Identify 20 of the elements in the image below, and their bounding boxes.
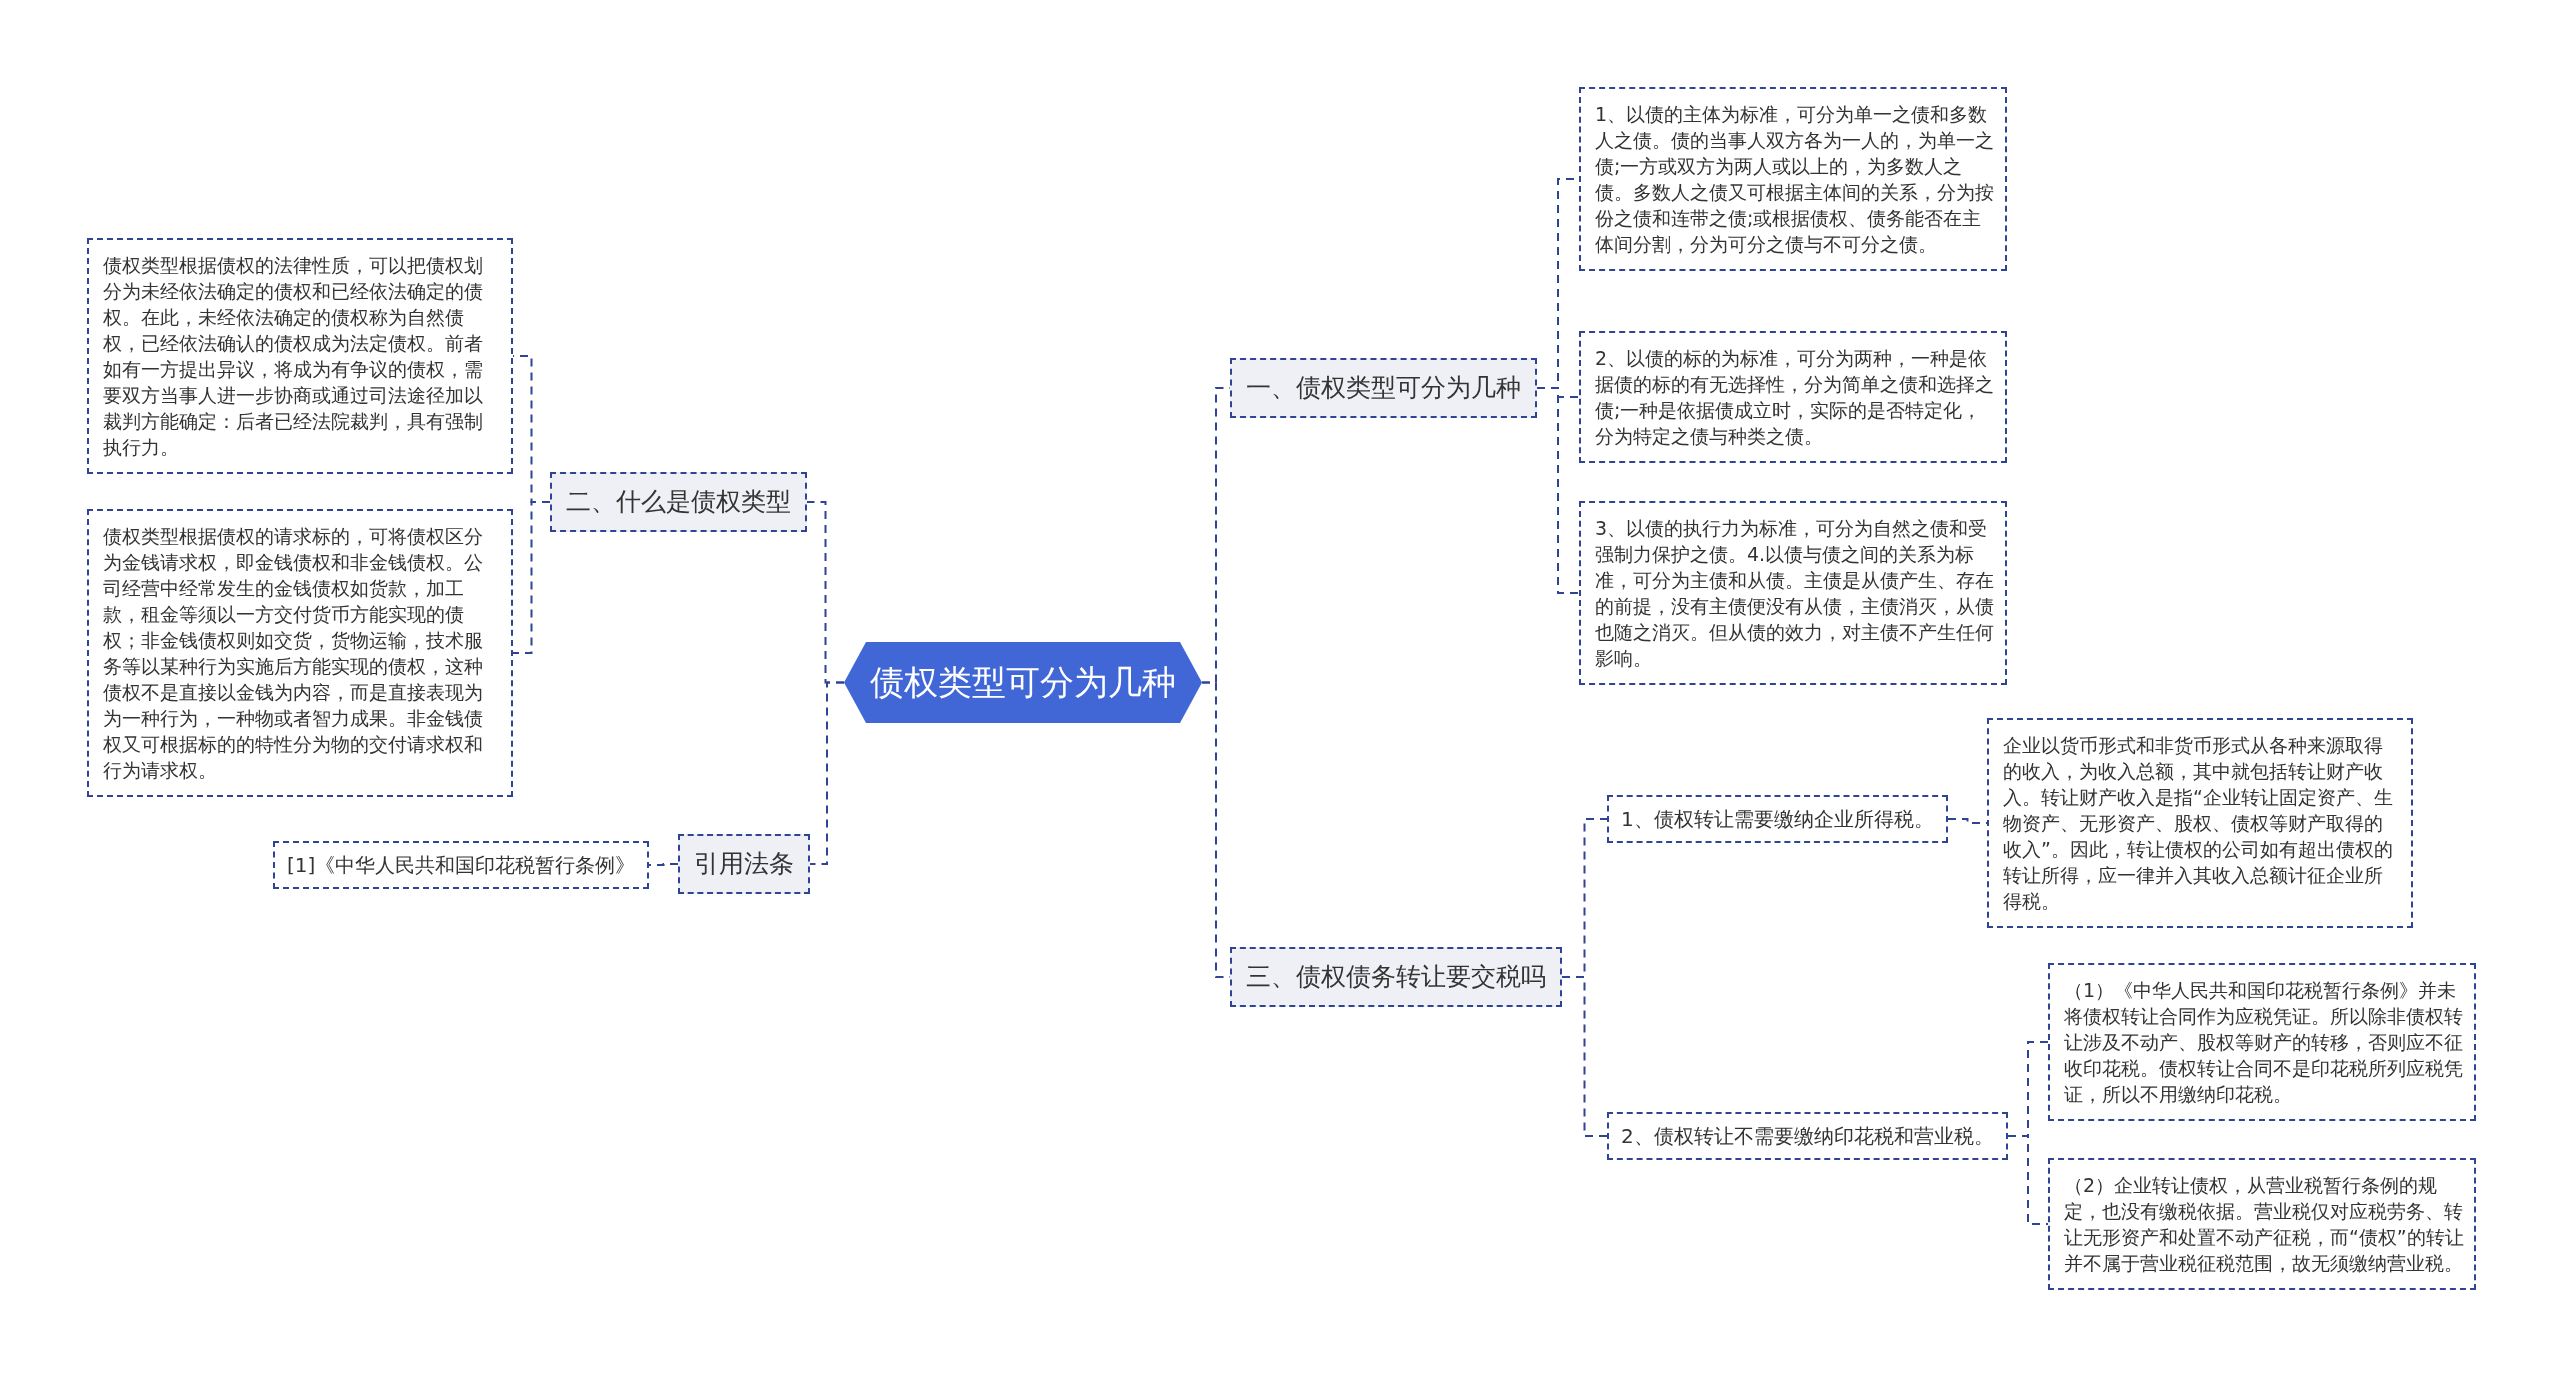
topic-box-text: 二、什么是债权类型 bbox=[566, 486, 791, 518]
topic-box-text: 三、债权债务转让要交税吗 bbox=[1246, 961, 1546, 993]
note-box-text: 债权类型根据债权的请求标的，可将债权区分为金钱请求权，即金钱债权和非金钱债权。公司经营中经常发生的金钱债权如货款，加工款，租金等须以一方交付货币方能实现的债权；非金钱债权则如交货，货物运输，技术服务等以某种行为实施后方能实现的债权，这种债权不是直接以金钱为内容，而是直接表现为为一种行为，一种物或者智力成果。非金钱债权又可根据标的的特性分为物的交付请求权和行为请求权。 bbox=[103, 524, 484, 783]
connector-line bbox=[809, 681, 845, 865]
subtopic-box-text: 1、债权转让需要缴纳企业所得税。 bbox=[1621, 806, 1934, 833]
note-box-text: 债权类型根据债权的法律性质，可以把债权划分为未经依法确定的债权和已经依法确定的债权。在此，未经依法确定的债权称为自然债权，已经依法确认的债权成为法定债权。前者如有一方提出异议，将成为有争议的债权，需要双方当事人进一步协商或通过司法途径加以裁判方能确定：后者已经法院裁判，具有强制执行力。 bbox=[103, 253, 484, 460]
connector-line bbox=[1561, 976, 1608, 1137]
subtopic-box-text: [1]《中华人民共和国印花税暂行条例》 bbox=[287, 852, 636, 879]
topic-box-text: 引用法条 bbox=[694, 848, 794, 880]
topic-box-text: 一、债权类型可分为几种 bbox=[1246, 372, 1521, 404]
connector-line bbox=[2007, 1135, 2049, 1225]
connector-line bbox=[512, 501, 551, 654]
subtopic-box-text: 2、债权转让不需要缴纳印花税和营业税。 bbox=[1621, 1123, 1994, 1150]
note-box-text: 1、以债的主体为标准，可分为单一之债和多数人之债。债的当事人双方各为一人的，为单一之债;一方或双方为两人或以上的，为多数人之债。多数人之债又可根据主体间的关系，分为按份之债和连带之债;或根据债权、债务能否在主体间分割，分为可分之债与不可分之债。 bbox=[1595, 102, 1995, 257]
note-box-text: （2）企业转让债权，从营业税暂行条例的规定，也没有缴税依据。营业税仅对应税劳务、转让无形资产和处置不动产征税，而“债权”的转让并不属于营业税征税范围，故无须缴纳营业税。 bbox=[2064, 1173, 2464, 1276]
note-box-text: 2、以债的标的为标准，可分为两种，一种是依据债的标的有无选择性，分为简单之债和选择之债;一种是依据债成立时，实际的是否特定化，分为特定之债与种类之债。 bbox=[1595, 346, 1995, 449]
central-topic-text: 债权类型可分为几种 bbox=[870, 660, 1176, 704]
note-box-text: 3、以债的执行力为标准，可分为自然之债和受强制力保护之债。4.以债与债之间的关系为标准，可分为主债和从债。主债是从债产生、存在的前提，没有主债便没有从债，主债消灭，从债也随之消灭。但从债的效力，对主债不产生任何影响。 bbox=[1595, 516, 1995, 671]
note-box-text: 企业以货币形式和非货币形式从各种来源取得的收入，为收入总额，其中就包括转让财产收入。转让财产收入是指“企业转让固定资产、生物资产、无形资产、股权、债权等财产取得的收入”。因此，转让债权的公司如有超出债权的转让所得，应一律并入其收入总额计征企业所得税。 bbox=[2003, 733, 2394, 914]
note-box-text: （1）《中华人民共和国印花税暂行条例》并未将债权转让合同作为应税凭证。所以除非债权转让涉及不动产、股权等财产的转移，否则应不征收印花税。债权转让合同不是印花税所列应税凭证，所以不用缴纳印花税。 bbox=[2064, 978, 2464, 1107]
